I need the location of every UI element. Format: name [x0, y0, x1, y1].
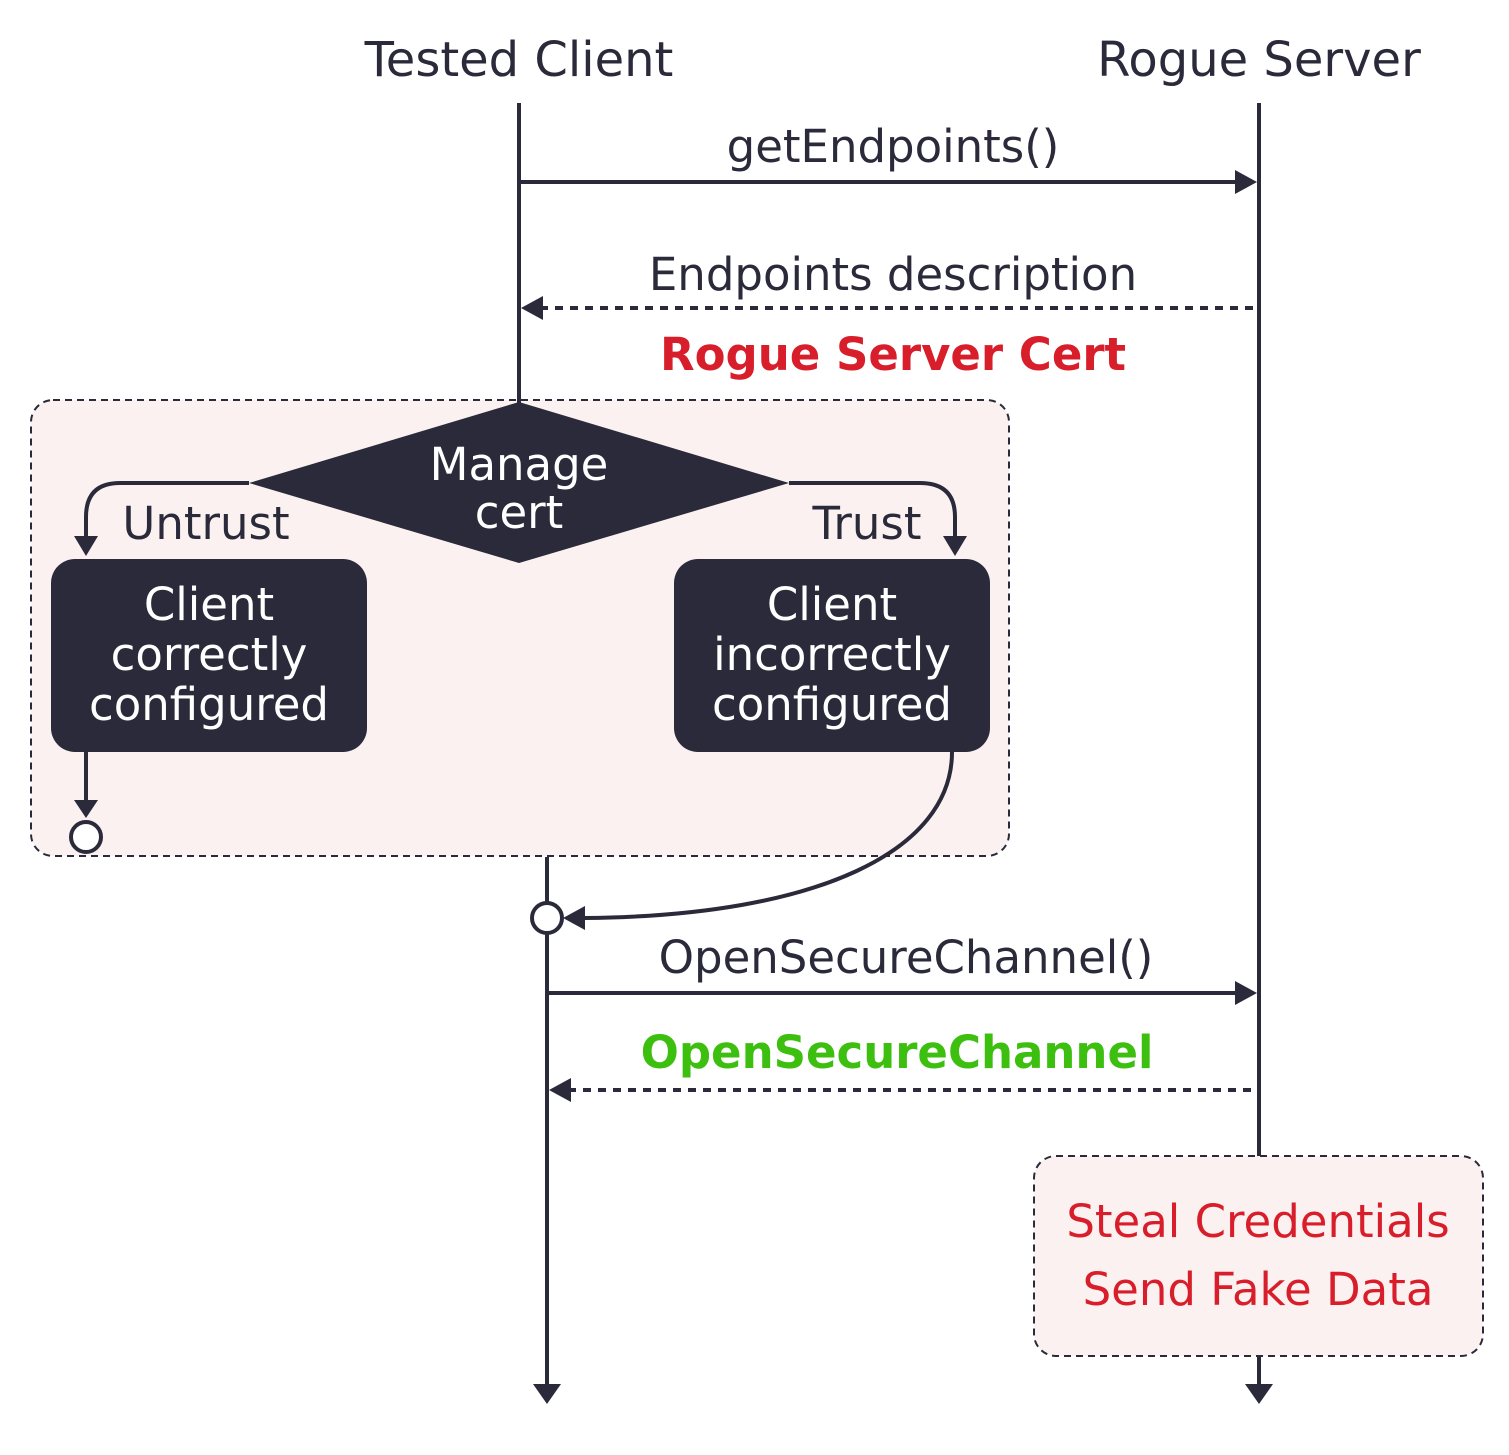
attack-line1: Steal Credentials	[1066, 1195, 1449, 1248]
incorrectly-configured-line3: configured	[712, 678, 952, 731]
decision-label-line2: cert	[475, 486, 564, 539]
open-secure-channel-response-label: OpenSecureChannel	[641, 1026, 1154, 1079]
open-secure-channel-request-label: OpenSecureChannel()	[659, 931, 1154, 984]
decision-diamond	[249, 402, 789, 563]
trust-branch-arrowhead	[943, 536, 967, 556]
untrust-branch-arrow	[84, 481, 249, 540]
attack-line2: Send Fake Data	[1083, 1263, 1434, 1316]
open-secure-channel-request-arrowhead	[1235, 981, 1257, 1005]
open-secure-channel-response-arrowhead	[549, 1078, 571, 1102]
merge-node	[530, 901, 564, 935]
incorrectly-configured-line1: Client	[767, 578, 897, 631]
correctly-configured-line2: correctly	[111, 628, 308, 681]
incorrect-merge-curve	[584, 751, 954, 920]
trust-label: Trust	[812, 497, 922, 550]
server-lifeline-end-arrow	[1245, 1384, 1273, 1404]
correct-terminal-arrowhead	[74, 800, 98, 818]
client-lifeline-end-arrow	[533, 1384, 561, 1404]
get-endpoints-arrowhead	[1235, 170, 1257, 194]
incorrectly-configured-line2: incorrectly	[713, 628, 951, 681]
untrust-branch-arrowhead	[74, 536, 98, 556]
get-endpoints-label: getEndpoints()	[727, 120, 1060, 173]
trust-branch-arrow	[789, 481, 957, 540]
attack-panel	[1033, 1155, 1484, 1357]
correct-end-node	[69, 820, 103, 854]
incorrect-merge-arrowhead	[563, 906, 585, 930]
server-header: Rogue Server	[1097, 32, 1421, 88]
correctly-configured-line3: configured	[89, 678, 329, 731]
untrust-label: Untrust	[122, 497, 289, 550]
endpoints-description-label: Endpoints description	[649, 248, 1137, 301]
incorrectly-configured-box	[674, 559, 990, 752]
rogue-server-cert-label: Rogue Server Cert	[660, 328, 1126, 381]
correctly-configured-line1: Client	[144, 578, 274, 631]
decision-label-line1: Manage	[430, 438, 609, 491]
client-header: Tested Client	[364, 32, 674, 88]
correctly-configured-box	[51, 559, 367, 752]
endpoints-description-arrowhead	[521, 296, 543, 320]
